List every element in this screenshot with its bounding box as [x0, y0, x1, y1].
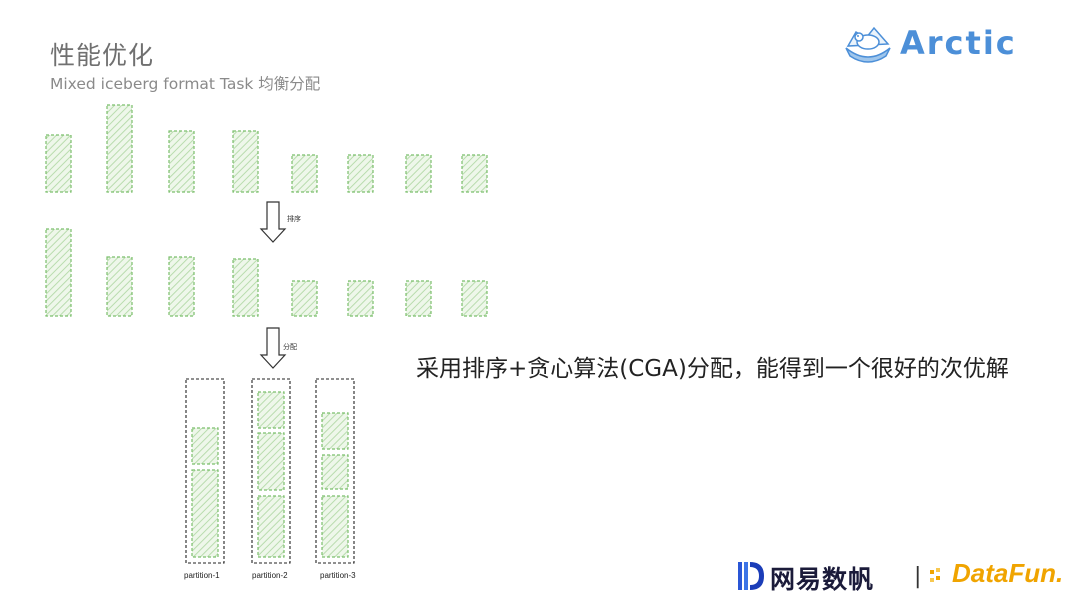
task-block — [406, 281, 431, 316]
task-block — [192, 428, 218, 464]
task-block — [322, 413, 348, 449]
task-block — [292, 155, 317, 192]
sort-step-label: 排序 — [287, 214, 301, 224]
partition-2-label: partition-2 — [252, 571, 288, 580]
task-block — [462, 281, 487, 316]
partition-1-label: partition-1 — [184, 571, 220, 580]
netease-shufan-logo-icon — [736, 560, 764, 592]
footer-brand-bar: 网易数帆 | DataFun. — [736, 556, 1066, 596]
task-block — [233, 259, 258, 316]
task-block — [46, 229, 71, 316]
task-block — [348, 155, 373, 192]
sorted-task-row — [46, 229, 487, 316]
task-block — [233, 131, 258, 192]
task-block — [348, 281, 373, 316]
partition-3-container — [316, 379, 354, 563]
task-block — [169, 257, 194, 316]
assign-arrow-icon — [261, 328, 285, 368]
task-block — [322, 455, 348, 489]
brand-separator: | — [914, 564, 921, 589]
partition-2-container — [252, 379, 290, 563]
task-block — [258, 392, 284, 428]
assign-step-label: 分配 — [283, 342, 297, 352]
task-block — [292, 281, 317, 316]
datafun-wordmark: DataFun. — [952, 558, 1063, 589]
task-block — [107, 105, 132, 192]
unsorted-task-row — [46, 105, 487, 192]
task-block — [406, 155, 431, 192]
task-block — [258, 496, 284, 557]
partition-1-container — [186, 379, 224, 563]
partition-3-label: partition-3 — [320, 571, 356, 580]
task-block — [46, 135, 71, 192]
sort-arrow-icon — [261, 202, 285, 242]
netease-shufan-wordmark: 网易数帆 — [770, 560, 874, 596]
task-block — [107, 257, 132, 316]
task-block — [169, 131, 194, 192]
task-block — [192, 470, 218, 557]
task-block — [462, 155, 487, 192]
task-block — [258, 433, 284, 490]
task-block — [322, 496, 348, 557]
algorithm-description: 采用排序+贪心算法(CGA)分配，能得到一个很好的次优解 — [416, 354, 1026, 385]
